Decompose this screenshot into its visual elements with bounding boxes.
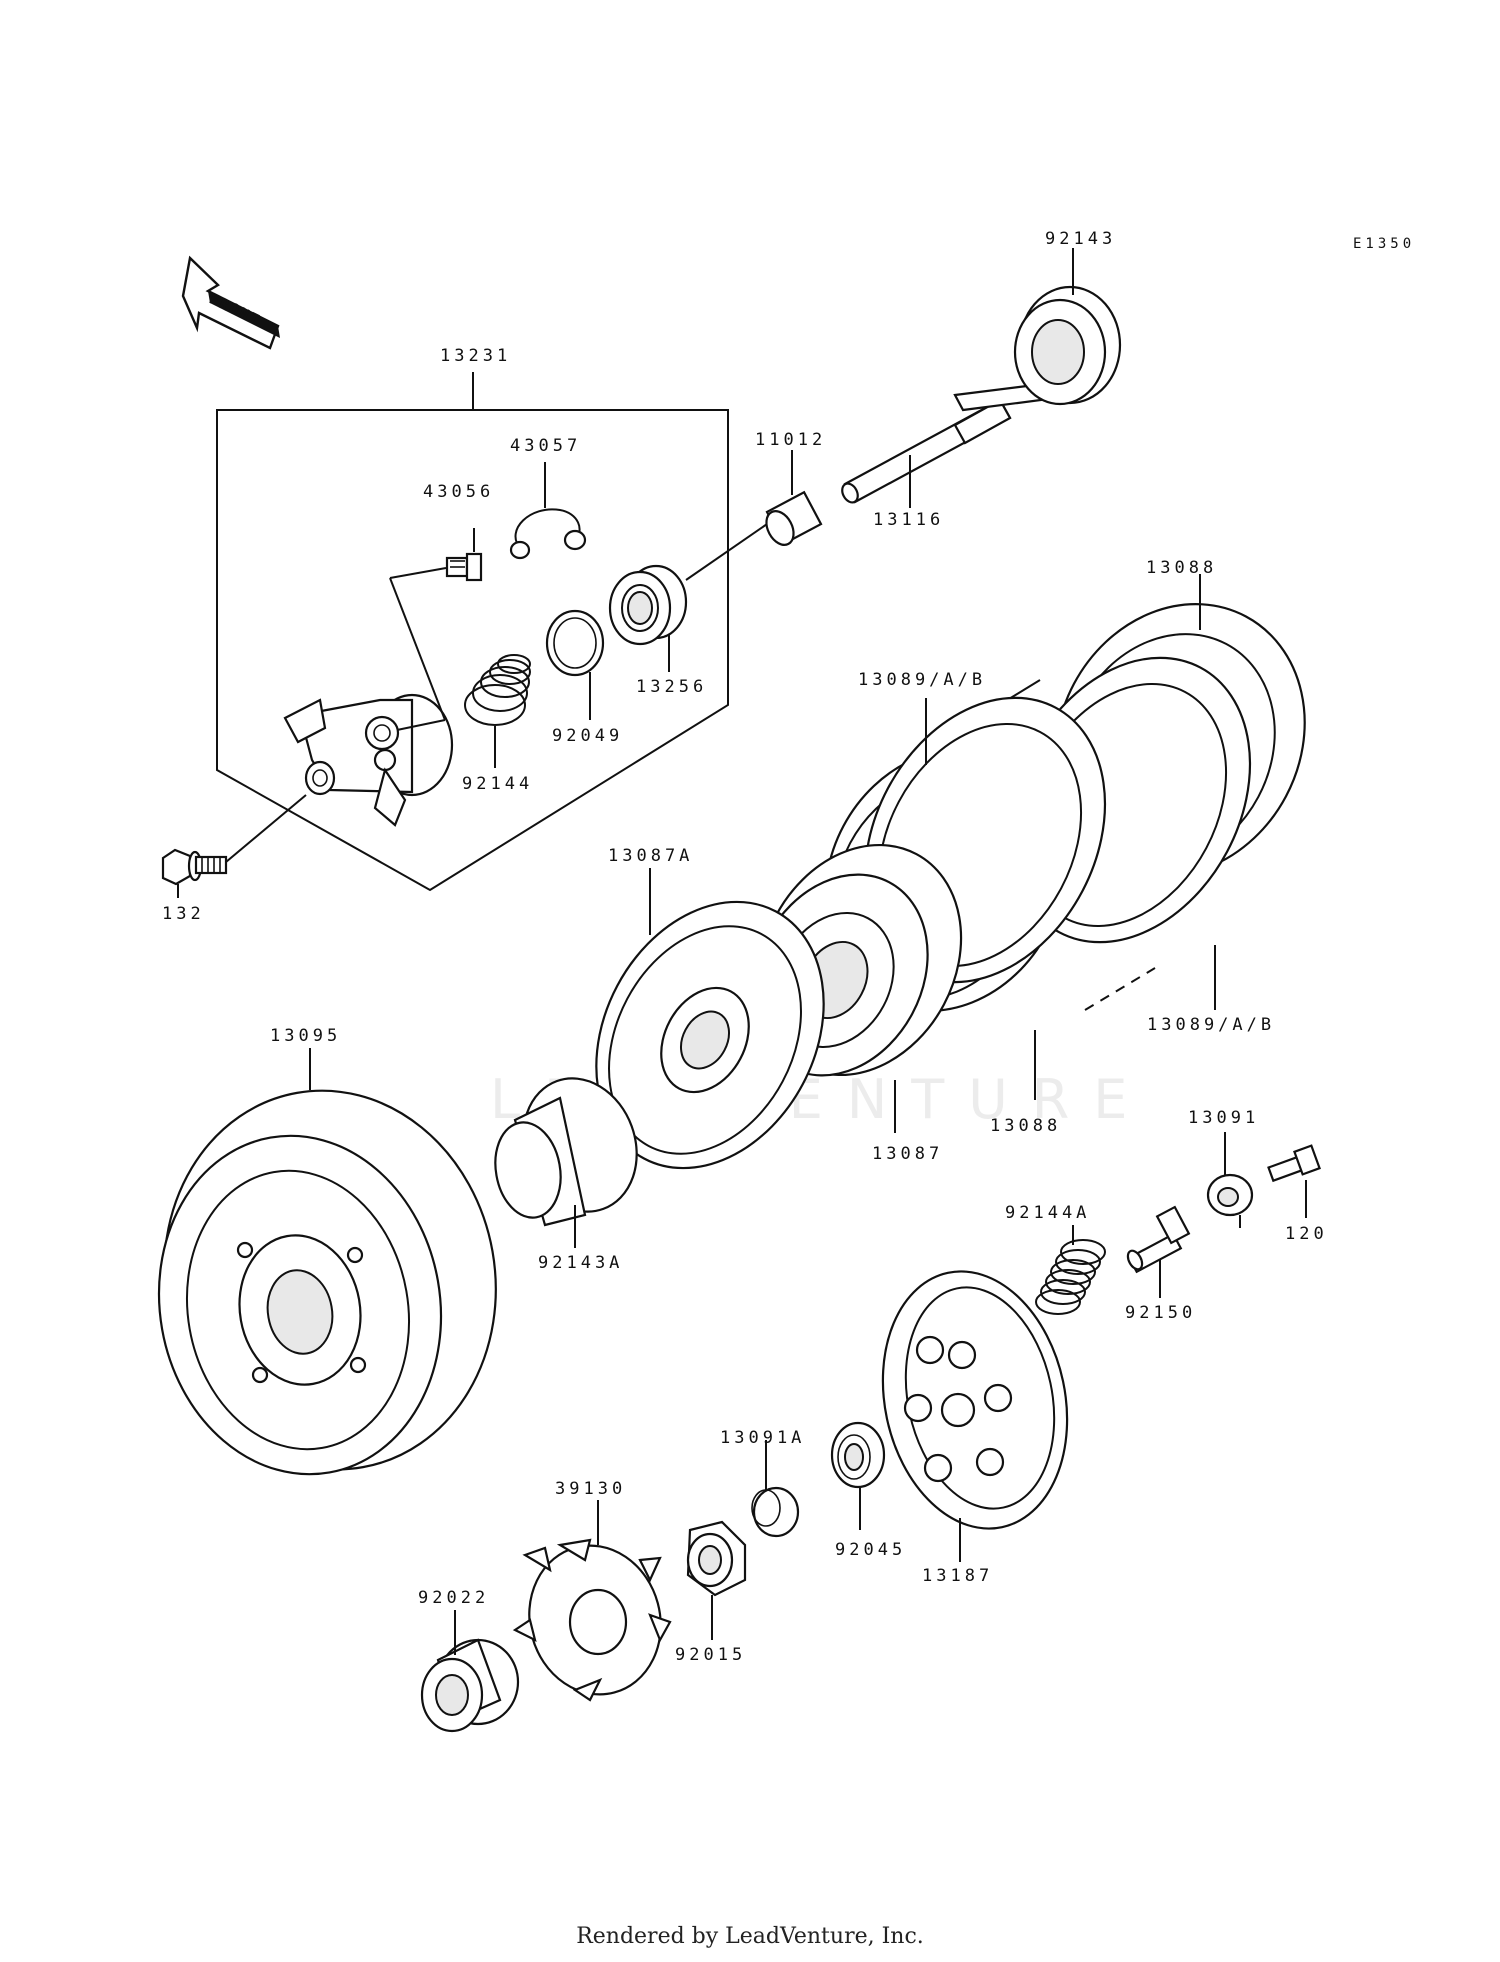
- label-11012: 11012: [755, 430, 826, 450]
- label-92015: 92015: [675, 1645, 746, 1665]
- label-13091A: 13091A: [720, 1428, 805, 1448]
- label-13091: 13091: [1188, 1108, 1259, 1128]
- figure-code: E1350: [1353, 236, 1415, 252]
- part-92143A-sleeve: [494, 1077, 638, 1248]
- part-43057-cap: [509, 462, 587, 560]
- label-13088-bottom: 13088: [990, 1116, 1061, 1136]
- label-92150: 92150: [1125, 1303, 1196, 1323]
- part-13116-rod: [841, 383, 1043, 508]
- label-13089-top: 13089/A/B: [858, 670, 986, 690]
- group-bracket-13231: [216, 372, 729, 892]
- label-120: 120: [1285, 1224, 1328, 1244]
- label-13256: 13256: [636, 677, 707, 697]
- label-39130: 39130: [555, 1479, 626, 1499]
- part-92144-spring: [464, 654, 531, 768]
- label-13088-top: 13088: [1146, 558, 1217, 578]
- label-13116: 13116: [873, 510, 944, 530]
- label-13231: 13231: [440, 346, 511, 366]
- part-92022-collar: [420, 1610, 520, 1733]
- part-120-bolt: [1267, 1144, 1321, 1218]
- part-release-cylinder: [283, 567, 454, 827]
- label-92143A: 92143A: [538, 1253, 623, 1273]
- part-92144A-spring: [1035, 1225, 1106, 1315]
- label-92144: 92144: [462, 774, 533, 794]
- label-92144A: 92144A: [1005, 1203, 1090, 1223]
- part-92143-seal: [1013, 248, 1122, 406]
- part-13091-nut: [1206, 1132, 1254, 1228]
- part-92045-bearing: [830, 1421, 886, 1530]
- part-13091A-pusher: [751, 1440, 800, 1538]
- part-13256-bearing: [608, 521, 771, 672]
- part-92150-bolt: [1126, 1205, 1191, 1298]
- label-92022: 92022: [418, 1588, 489, 1608]
- footer-credit: Rendered by LeadVenture, Inc.: [576, 1924, 924, 1949]
- part-43056-nipple: [445, 528, 483, 582]
- part-11012-collar: [765, 450, 823, 546]
- label-13089-bottom: 13089/A/B: [1147, 1015, 1275, 1035]
- label-13187: 13187: [922, 1566, 993, 1586]
- part-13095-clutch-housing: [157, 1048, 497, 1476]
- front-arrow-icon: FRONT: [181, 255, 280, 350]
- label-43057: 43057: [510, 436, 581, 456]
- part-92015-nut: [686, 1520, 747, 1640]
- label-92045: 92045: [835, 1540, 906, 1560]
- label-92143: 92143: [1045, 229, 1116, 249]
- label-13087: 13087: [872, 1144, 943, 1164]
- label-13087A: 13087A: [608, 846, 693, 866]
- label-132: 132: [162, 904, 205, 924]
- part-13187-pressure-plate: [881, 1270, 1069, 1562]
- part-92049-ring: [545, 609, 605, 720]
- label-92049: 92049: [552, 726, 623, 746]
- label-13095: 13095: [270, 1026, 341, 1046]
- part-13087A-plate: [595, 868, 825, 1170]
- label-43056: 43056: [423, 482, 494, 502]
- part-132-bolt: [161, 794, 307, 898]
- part-39130-spring-plate: [512, 1500, 672, 1702]
